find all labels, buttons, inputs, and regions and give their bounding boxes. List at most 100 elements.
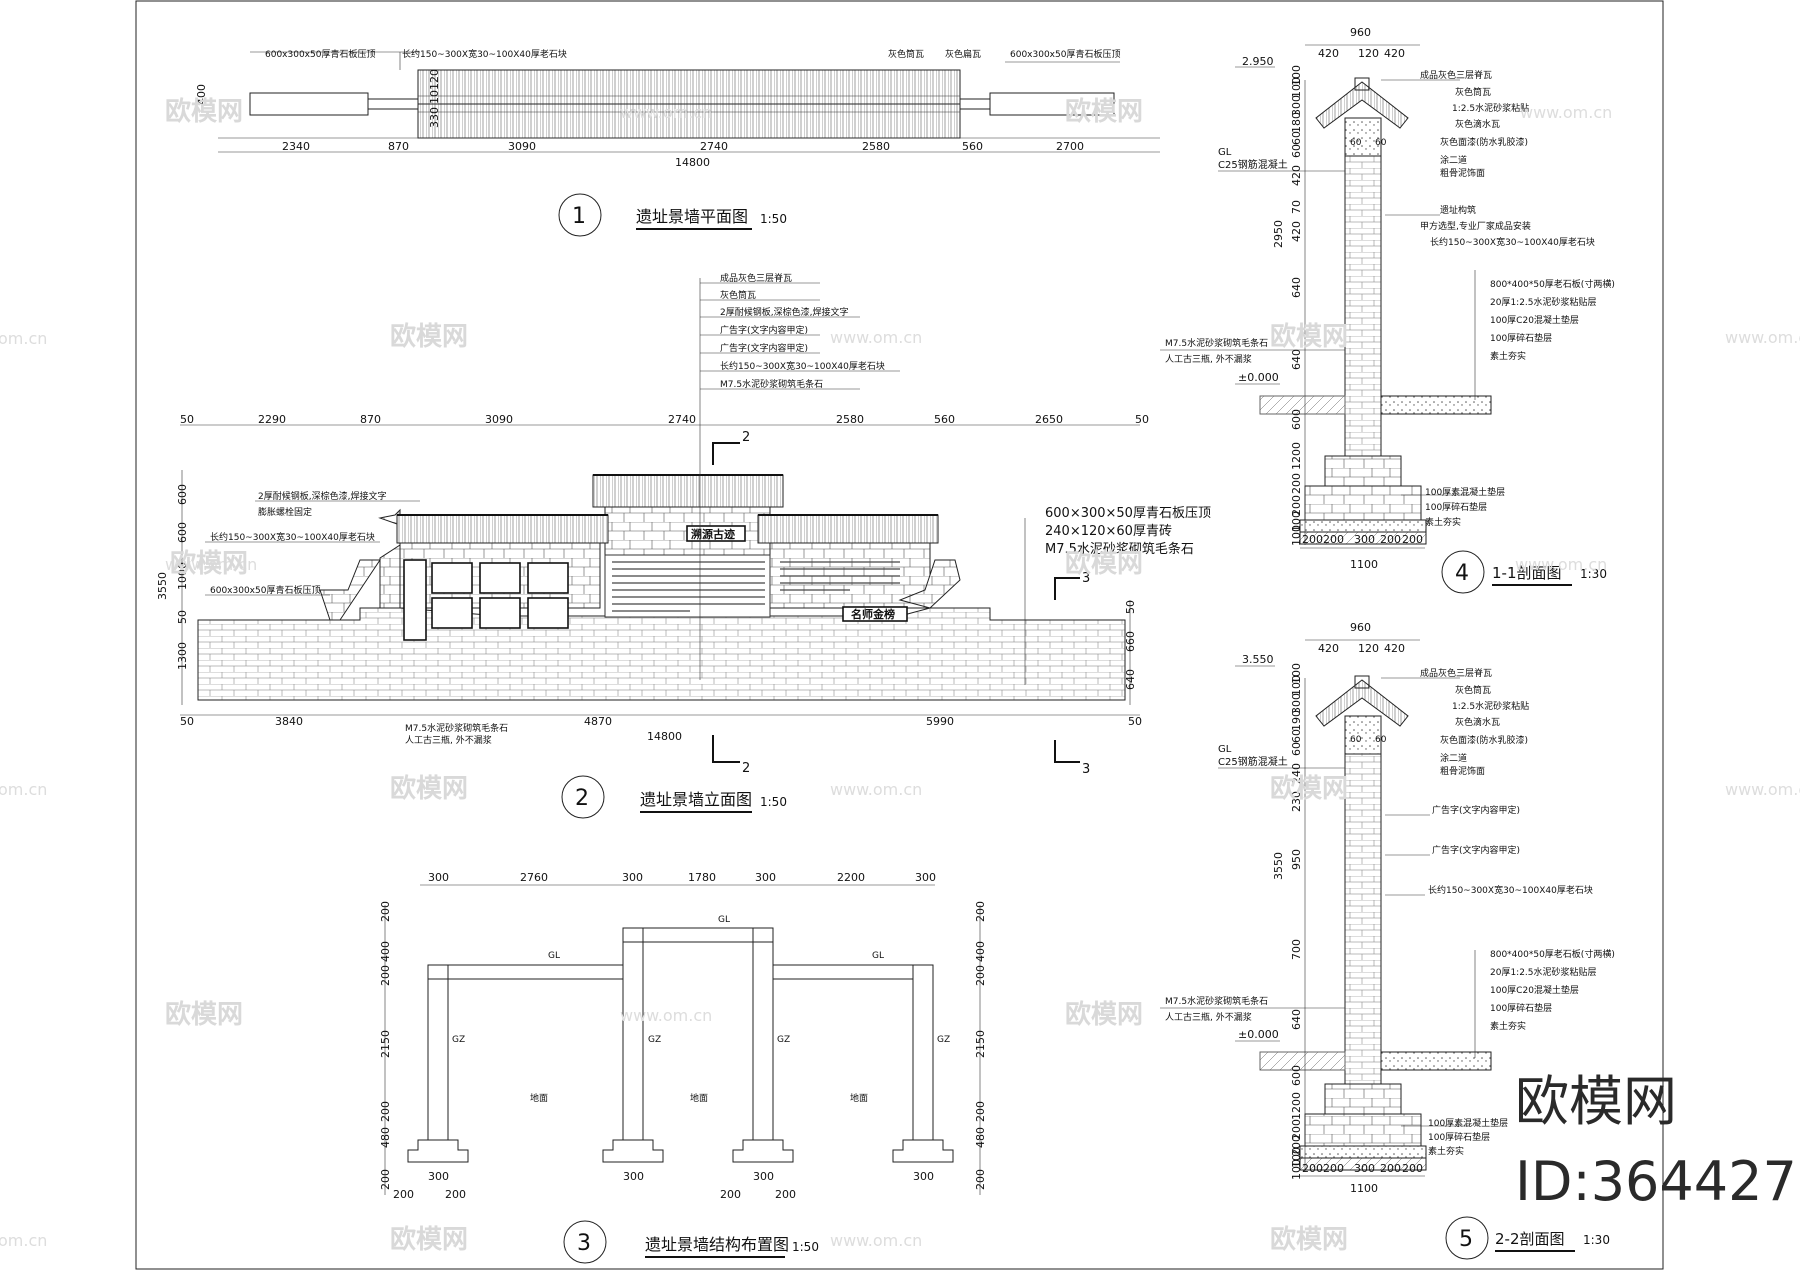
column-2 (622, 927, 644, 1141)
svg-text:GL: GL (718, 915, 730, 925)
s22-left-dims: 100 100 300 190 60 60 240 230 950 3550 7… (1272, 663, 1306, 1180)
svg-text:±0.000: ±0.000 (1238, 1028, 1279, 1041)
svg-text:遗址构筑: 遗址构筑 (1440, 204, 1476, 216)
svg-text:600×300×50厚青石板压顶: 600×300×50厚青石板压顶 (1045, 506, 1211, 521)
svg-text:200: 200 (393, 1188, 414, 1201)
svg-text:长约150~300X宽30~100X40厚老石块: 长约150~300X宽30~100X40厚老石块 (1430, 236, 1595, 248)
svg-text:长约150~300X宽30~100X40厚老石块: 长约150~300X宽30~100X40厚老石块 (210, 531, 375, 543)
svg-text:www.om.cn: www.om.cn (165, 555, 257, 574)
elevation-callouts-top: 成品灰色三层脊瓦 灰色筒瓦 2厚耐候钢板,深棕色漆,焊接文字 广告字(文字内容甲… (700, 272, 900, 390)
svg-text:GZ: GZ (648, 1035, 661, 1045)
svg-text:素土夯实: 素土夯实 (1428, 1145, 1464, 1157)
elevation-title: 遗址景墙立面图 (640, 790, 752, 809)
svg-text:60: 60 (1290, 729, 1303, 743)
svg-text:1200: 1200 (1290, 1092, 1303, 1120)
s22-bottom-dims: 200 200 300 200 200 1100 (1300, 1162, 1425, 1195)
svg-text:GL: GL (872, 951, 884, 961)
svg-text:100厚C20混凝土垫层: 100厚C20混凝土垫层 (1490, 314, 1579, 326)
svg-text:800*400*50厚老石板(寸两横): 800*400*50厚老石板(寸两横) (1490, 278, 1615, 290)
svg-text:300: 300 (623, 1170, 644, 1183)
svg-text:200: 200 (379, 1169, 392, 1190)
svg-text:200: 200 (379, 901, 392, 922)
id-watermark: ID:3644279 (1515, 1150, 1800, 1213)
svg-text:100: 100 (1290, 525, 1303, 546)
svg-text:欧模网: 欧模网 (1065, 999, 1143, 1030)
elevation-roof-left (396, 514, 609, 544)
svg-text:420: 420 (1384, 642, 1405, 655)
svg-text:300: 300 (428, 871, 449, 884)
svg-text:420: 420 (1290, 165, 1303, 186)
svg-text:400: 400 (379, 941, 392, 962)
svg-text:欧模网: 欧模网 (1270, 1224, 1348, 1255)
svg-text:M7.5水泥砂浆砌筑毛条石: M7.5水泥砂浆砌筑毛条石 (405, 722, 508, 734)
svg-text:www.om.cn: www.om.cn (830, 780, 922, 799)
svg-text:420: 420 (1318, 47, 1339, 60)
brand-watermark: 欧模网 (1515, 1070, 1677, 1133)
watermarks: 欧模网 www.om.cn 欧模网 www.om.cn om.cn 欧模网 ww… (0, 96, 1800, 1255)
sign-text-2: 名师金榜 (851, 607, 895, 621)
svg-text:420: 420 (1318, 642, 1339, 655)
svg-text:600: 600 (176, 522, 189, 543)
svg-text:200: 200 (379, 1101, 392, 1122)
svg-text:1300: 1300 (176, 642, 189, 670)
svg-text:www.om.cn: www.om.cn (620, 103, 712, 122)
svg-text:100厚素混凝土垫层: 100厚素混凝土垫层 (1428, 1117, 1508, 1129)
svg-text:4: 4 (1455, 561, 1469, 586)
svg-text:50: 50 (1128, 715, 1142, 728)
plaque-panel-5 (479, 597, 521, 629)
s22-footing (1324, 1083, 1402, 1115)
svg-text:2.950: 2.950 (1242, 55, 1274, 68)
svg-text:广告字(文字内容甲定): 广告字(文字内容甲定) (1432, 844, 1520, 856)
s22-callouts: 成品灰色三层脊瓦 灰色筒瓦 1:2.5水泥砂浆粘贴 灰色滴水瓦 灰色面漆(防水乳… (1160, 667, 1615, 1157)
svg-text:灰色面漆(防水乳胶漆): 灰色面漆(防水乳胶漆) (1440, 136, 1528, 148)
svg-text:2950: 2950 (1272, 220, 1285, 248)
svg-text:240: 240 (1290, 763, 1303, 784)
svg-text:100: 100 (1290, 675, 1303, 696)
svg-text:GL: GL (548, 951, 560, 961)
svg-text:2580: 2580 (836, 413, 864, 426)
svg-text:1:50: 1:50 (760, 212, 787, 226)
svg-text:60: 60 (1290, 131, 1303, 145)
structure-footing-dims: 300 300 300 300 200 200 200 200 (393, 1170, 934, 1201)
svg-text:GL: GL (1218, 147, 1232, 158)
svg-text:1: 1 (572, 204, 586, 229)
structure-view: 300 2760 300 1780 300 2200 300 GL GL GL … (379, 871, 987, 1264)
s11-bottom-dims: 200 200 300 200 200 1100 (1300, 533, 1425, 571)
svg-text:100厚素混凝土垫层: 100厚素混凝土垫层 (1425, 486, 1505, 498)
svg-text:欧模网: 欧模网 (390, 1224, 468, 1255)
svg-text:欧模网: 欧模网 (390, 773, 468, 804)
svg-text:700: 700 (1290, 939, 1303, 960)
svg-text:100厚碎石垫层: 100厚碎石垫层 (1490, 1002, 1552, 1014)
svg-text:960: 960 (1350, 621, 1371, 634)
svg-text:200: 200 (1290, 1135, 1303, 1156)
svg-text:100厚碎石垫层: 100厚碎石垫层 (1425, 501, 1487, 513)
svg-text:www.om.cn: www.om.cn (1725, 328, 1800, 347)
svg-text:1000: 1000 (176, 562, 189, 590)
svg-text:200: 200 (1323, 1162, 1344, 1175)
svg-text:成品灰色三层脊瓦: 成品灰色三层脊瓦 (1420, 69, 1492, 81)
svg-text:200: 200 (1290, 1119, 1303, 1140)
svg-text:300: 300 (913, 1170, 934, 1183)
svg-text:www.om.cn: www.om.cn (830, 328, 922, 347)
text-panel-center (604, 554, 771, 618)
svg-text:2290: 2290 (258, 413, 286, 426)
svg-text:www.om.cn: www.om.cn (1520, 103, 1612, 122)
svg-text:1100: 1100 (1350, 558, 1378, 571)
svg-text:灰色面漆(防水乳胶漆): 灰色面漆(防水乳胶漆) (1440, 734, 1528, 746)
svg-text:100: 100 (1290, 663, 1303, 684)
plan-label-tile2: 灰色扁瓦 (945, 48, 981, 60)
column-3 (752, 927, 774, 1141)
svg-text:480: 480 (379, 1127, 392, 1148)
svg-text:1:30: 1:30 (1583, 1233, 1610, 1247)
elevation-total: 14800 (647, 730, 682, 743)
view-marker-1 (558, 193, 602, 237)
section22-title: 2-2剖面图 (1495, 1230, 1565, 1248)
plan-label-left: 600x300x50厚青石板压顶 (265, 48, 375, 60)
svg-text:70: 70 (1290, 200, 1303, 214)
s22-roof (1315, 679, 1409, 727)
svg-text:人工古三瓶, 外不漏浆: 人工古三瓶, 外不漏浆 (1165, 353, 1252, 365)
plan-dimensions: 2340 870 3090 2740 2580 560 2700 14800 4… (195, 69, 1160, 169)
svg-text:2340: 2340 (282, 140, 310, 153)
svg-text:GZ: GZ (937, 1035, 950, 1045)
